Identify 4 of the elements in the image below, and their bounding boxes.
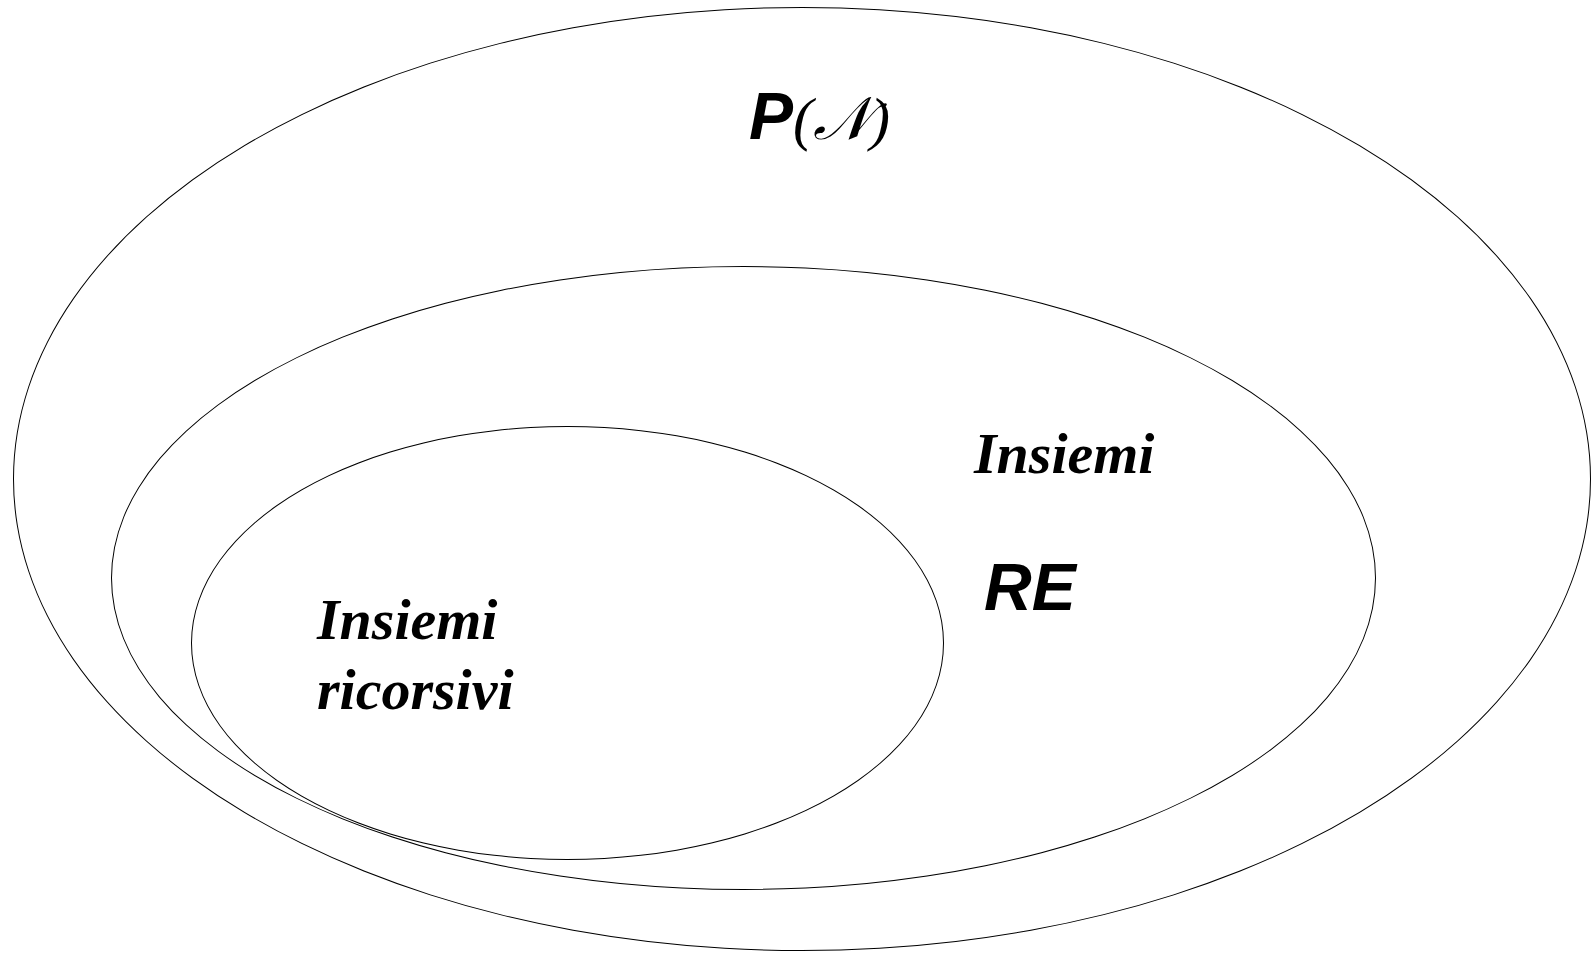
- set-label: Insiemi: [974, 420, 1155, 488]
- set-label: RE: [984, 551, 1076, 623]
- set-label: Insiemi ricorsivi: [317, 586, 515, 724]
- set-label: P(𝒩): [749, 80, 890, 155]
